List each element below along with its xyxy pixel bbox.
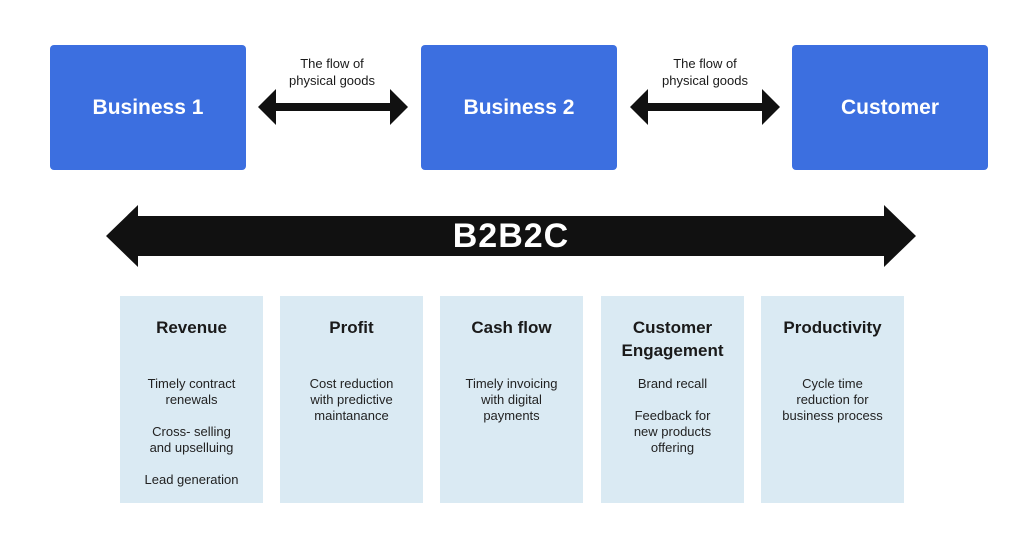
card-title: Revenue [156,318,227,337]
card-list: Timely invoicing with digital payments [440,376,583,424]
card-list: Cost reduction with predictive maintanan… [280,376,423,424]
flow-label-2: The flow of physical goods [662,56,748,88]
card-item: Feedback for new products offering [633,408,712,455]
card-item: Cycle time reduction for business proces… [782,376,883,423]
benefit-card-revenue: Revenue Timely contract renewals Cross- … [120,296,263,503]
card-title: Cash flow [471,318,552,337]
card-title: Productivity [783,318,882,337]
card-item: Timely contract renewals [147,376,236,407]
benefit-card-productivity: Productivity Cycle time reduction for bu… [761,296,904,503]
card-list: Cycle time reduction for business proces… [761,376,904,424]
b2b2c-double-arrow-icon [106,205,916,267]
entity-label: Customer [840,95,940,119]
card-list: Brand recall Feedback for new products o… [601,376,744,456]
card-item: Cross- selling and upselluing [149,424,234,455]
card-title: Profit [329,318,374,337]
entity-business-2: Business 2 [421,45,617,170]
benefit-card-profit: Profit Cost reduction with predictive ma… [280,296,423,503]
b2b2c-label: B2B2C [452,216,570,255]
entity-customer: Customer [792,45,988,170]
card-item: Lead generation [144,472,239,487]
card-title: Customer Engagement [621,318,724,360]
card-item: Cost reduction with predictive maintanan… [309,376,394,423]
double-arrow-icon [258,89,408,125]
flow-label-1: The flow of physical goods [289,56,375,88]
card-item: Timely invoicing with digital payments [465,376,558,423]
benefit-card-cash-flow: Cash flow Timely invoicing with digital … [440,296,583,503]
entity-label: Business 1 [92,95,204,119]
double-arrow-icon [630,89,780,125]
card-item: Brand recall [637,376,708,391]
card-list: Timely contract renewals Cross- selling … [120,376,263,488]
benefit-card-customer-engagement: Customer Engagement Brand recall Feedbac… [601,296,744,503]
entity-business-1: Business 1 [50,45,246,170]
entity-label: Business 2 [463,95,575,119]
